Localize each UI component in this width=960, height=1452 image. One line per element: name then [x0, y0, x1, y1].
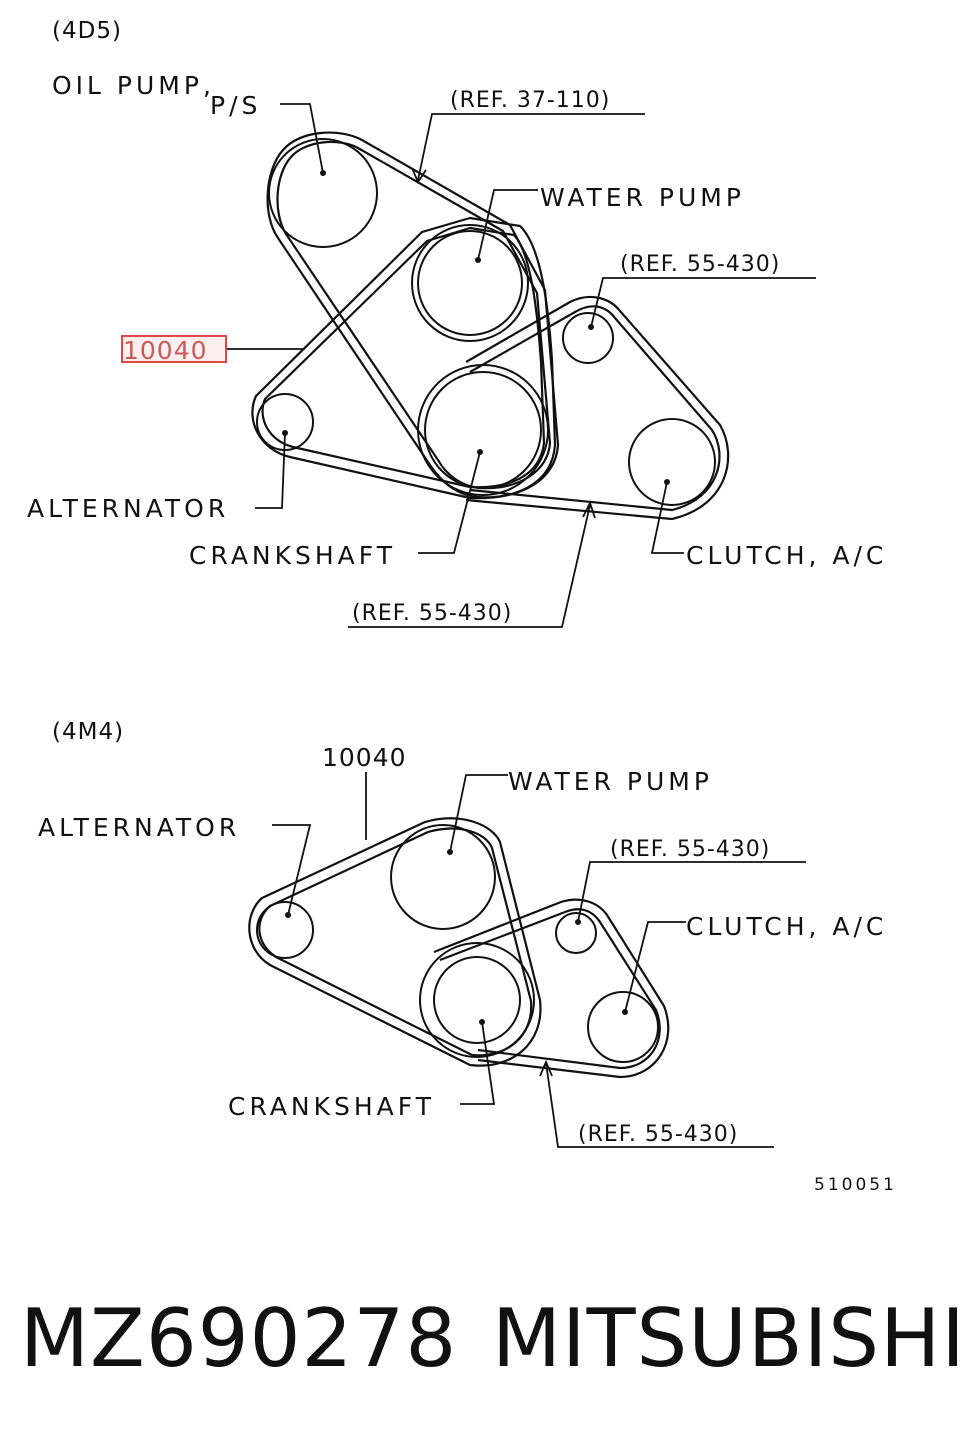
part-number-label: 10040 — [322, 743, 407, 772]
caption-part-number: MZ690278 — [20, 1292, 457, 1385]
ps-leader — [280, 103, 324, 174]
part-number-highlight — [121, 335, 227, 363]
water-pump-label: WATER PUMP — [540, 183, 745, 212]
ps-belt-outer — [266, 131, 560, 499]
water-pump-leader — [449, 774, 508, 853]
ac-belt-outer — [439, 908, 661, 1070]
ac-belt-inner — [465, 295, 730, 521]
water-pump-label: WATER PUMP — [508, 767, 713, 796]
ref-37-110-label: (REF. 37-110) — [450, 88, 610, 113]
ref-55-430-bottom-arrow — [539, 1059, 553, 1077]
ref-55-430-bottom-label: (REF. 55-430) — [352, 601, 512, 626]
ps-belt-inner — [276, 140, 552, 490]
main-belt-outer — [248, 817, 542, 1067]
oil-pump-pulley — [268, 138, 378, 248]
ref-55-430-top-label: (REF. 55-430) — [620, 252, 780, 277]
section-4m4: (4M4) 10040 WATER PUMP ALTERNATOR — [38, 719, 887, 1148]
clutch-leader — [650, 481, 684, 554]
crankshaft-label: CRANKSHAFT — [228, 1092, 435, 1121]
crankshaft-pulley-rim — [419, 942, 535, 1058]
alternator-label: ALTERNATOR — [27, 494, 229, 523]
drawing-number: 510051 — [814, 1175, 897, 1195]
crankshaft-leader — [460, 1021, 496, 1105]
caption-brand: MITSUBISHI — [492, 1292, 960, 1385]
clutch-ac-label: CLUTCH, A/C — [686, 912, 887, 941]
crankshaft-leader — [418, 451, 481, 554]
clutch-ac-pulley — [587, 991, 659, 1063]
clutch-ac-label: CLUTCH, A/C — [686, 541, 887, 570]
ref-37-110-leader — [417, 113, 645, 181]
alternator-pulley — [256, 901, 314, 959]
section-4d5: (4D5) — [27, 18, 887, 628]
alternator-label: ALTERNATOR — [38, 813, 240, 842]
ref-55-430-bottom-arrow — [582, 500, 596, 519]
ps-label: P/S — [210, 91, 261, 120]
alternator-leader — [255, 432, 286, 509]
alternator-belt-outer — [251, 216, 557, 500]
crankshaft-label: CRANKSHAFT — [189, 541, 396, 570]
water-pump-leader — [477, 189, 538, 261]
section-title-4m4: (4M4) — [52, 719, 124, 745]
ref-55-430-top-label: (REF. 55-430) — [610, 837, 770, 862]
alternator-belt-inner — [261, 226, 546, 489]
water-pump-pulley — [390, 824, 496, 930]
ref-55-430-bottom-leader — [348, 504, 591, 628]
clutch-ac-pulley — [628, 418, 716, 506]
ref-37-110-arrow — [411, 167, 427, 184]
water-pump-pulley-rim — [411, 224, 529, 342]
ac-belt-outer — [469, 305, 721, 512]
ref-55-430-bottom-leader — [545, 1062, 774, 1148]
ac-belt-inner — [433, 898, 670, 1079]
oil-pump-label: OIL PUMP, — [52, 71, 215, 100]
clutch-leader — [624, 921, 686, 1013]
ref-55-430-bottom-label: (REF. 55-430) — [578, 1122, 738, 1147]
main-belt-inner — [258, 827, 533, 1057]
idler-pulley — [555, 912, 597, 954]
water-pump-pulley — [417, 230, 523, 336]
crankshaft-pulley — [424, 371, 542, 489]
section-title-4d5: (4D5) — [52, 18, 122, 44]
crankshaft-pulley — [433, 956, 521, 1044]
ref-55-430-top-leader — [590, 277, 816, 328]
part-number-label: 10040 — [123, 336, 208, 365]
ref-55-430-top-leader — [577, 861, 806, 923]
alternator-leader — [272, 824, 312, 916]
idler-pulley — [562, 312, 614, 364]
